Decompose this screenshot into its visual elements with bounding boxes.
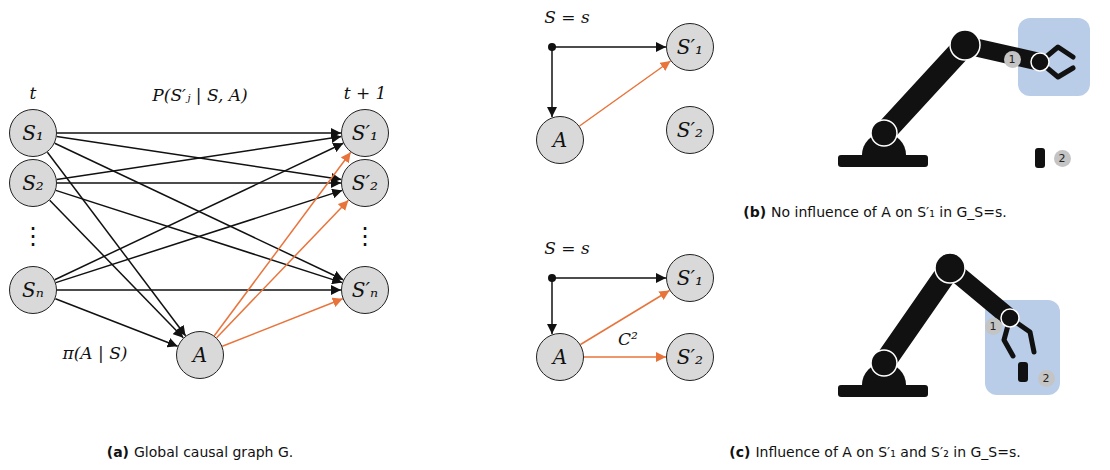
variable-node: S′₁ (666, 254, 714, 302)
causal-arrow (56, 190, 342, 282)
variable-name: S₂ (22, 173, 44, 193)
robot-base (838, 155, 928, 167)
callout-number: 1 (1004, 51, 1021, 68)
action-arrow (584, 356, 666, 358)
ellipsis-mark: ⋮ (21, 223, 45, 251)
variable-node: S₁ (9, 109, 57, 157)
causal-arrow (47, 152, 185, 336)
subfigure-caption: No influence of A on S′₁ in G_S=s. (771, 204, 1007, 220)
variable-name: S′ₙ (352, 280, 378, 300)
math-label: P(S′ⱼ | S, A) (150, 86, 249, 106)
variable-name: A (553, 130, 567, 150)
variable-node: A (536, 333, 584, 381)
state-arrow (552, 277, 666, 279)
object (1018, 362, 1028, 382)
variable-name: S′₂ (677, 347, 703, 367)
robot-link (884, 45, 965, 133)
robot-wrist (1031, 53, 1049, 71)
subfigure-caption: Global causal graph G. (134, 444, 293, 460)
robot-joint (871, 120, 897, 146)
variable-node: S′₂ (666, 106, 714, 154)
action-arrow (222, 299, 342, 346)
variable-node: S₂ (9, 159, 57, 207)
math-label: t + 1 (342, 84, 389, 104)
variable-node: Sₙ (9, 266, 57, 314)
variable-name: S′₂ (677, 120, 703, 140)
robot-joint (935, 253, 965, 283)
math-label: π(A | S) (61, 344, 130, 364)
object (1035, 148, 1045, 168)
subfigure-caption: (a) (107, 444, 129, 460)
math-label: t (28, 84, 39, 104)
action-arrow (217, 200, 349, 337)
variable-node: S′₁ (341, 109, 389, 157)
math-label: S = s (542, 239, 591, 259)
variable-name: S₁ (22, 123, 44, 143)
edge-label: C² (616, 330, 640, 350)
ellipsis-mark: ⋮ (353, 223, 377, 251)
causal-arrow (57, 182, 341, 184)
subfigure-caption: Influence of A on S′₁ and S′₂ in G_S=s. (755, 444, 1020, 460)
variable-node: S′ₙ (341, 266, 389, 314)
variable-node: S′₂ (341, 159, 389, 207)
causal-arrow (57, 132, 341, 134)
variable-node: A (536, 116, 584, 164)
causal-arrow (55, 143, 344, 279)
state-arrow (551, 47, 553, 117)
causal-arrow (55, 143, 344, 279)
variable-node: S′₂ (666, 333, 714, 381)
causal-arrow (50, 200, 184, 338)
robot-arm (838, 18, 1090, 168)
causal-arrow (57, 289, 341, 291)
causal-arrow (55, 299, 177, 347)
causal-arrow (57, 137, 342, 180)
variable-name: A (553, 347, 567, 367)
robot-joint (950, 30, 980, 60)
action-arrow (214, 152, 350, 335)
variable-name: S′₁ (352, 123, 378, 143)
robot-link (884, 268, 950, 363)
action-arrow (580, 61, 671, 126)
variable-name: S′₁ (677, 268, 703, 288)
variable-name: S′₂ (352, 173, 378, 193)
variable-name: Sₙ (22, 280, 44, 300)
causal-arrow (56, 190, 342, 282)
variable-name: S′₁ (677, 37, 703, 57)
variable-node: S′₁ (666, 23, 714, 71)
callout-number: 2 (1038, 370, 1055, 387)
callout-number: 1 (985, 318, 1002, 335)
robot-joint (871, 350, 897, 376)
robot-wrist (1001, 309, 1019, 327)
causal-arrow (57, 137, 342, 180)
subfigure-caption: (c) (729, 444, 750, 460)
subfigure-caption: (b) (743, 204, 766, 220)
callout-number: 2 (1054, 150, 1071, 167)
math-label: S = s (542, 8, 591, 28)
state-arrow (552, 46, 666, 48)
state-arrow (551, 278, 553, 334)
robot-base (838, 385, 928, 397)
variable-name: A (193, 345, 207, 365)
robot-arm (838, 253, 1060, 397)
variable-node: A (176, 331, 224, 379)
